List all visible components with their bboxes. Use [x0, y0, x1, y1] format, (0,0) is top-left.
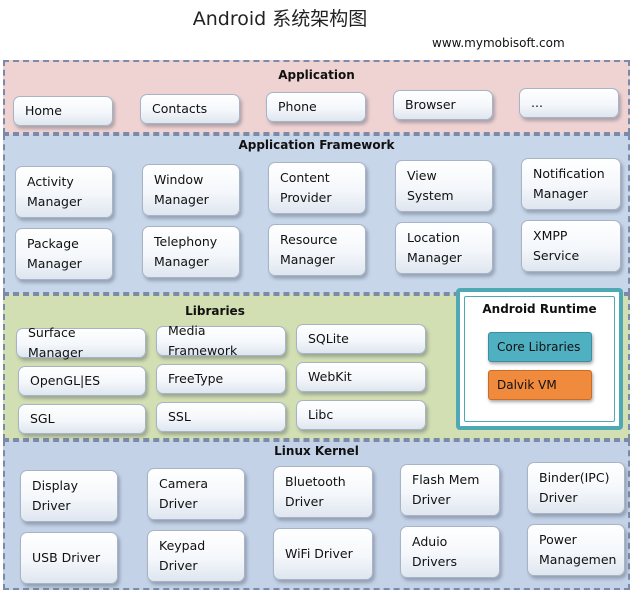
lib-box-libc: Libc: [296, 400, 426, 430]
fw-box-xmpp-service: XMPP Service: [521, 220, 621, 272]
lib-box-label: FreeType: [168, 371, 224, 386]
lib-box-label: OpenGL|ES: [30, 373, 101, 388]
page-title: Android 系统架构图: [192, 8, 368, 30]
fw-box-line: Package: [27, 236, 79, 251]
website-label: www.mymobisoft.com: [432, 36, 565, 50]
fw-box-line: Manager: [533, 186, 588, 201]
fw-box-line: Activity: [27, 174, 74, 189]
lib-box-label: Surface Manager: [28, 325, 83, 360]
fw-box-line: Manager: [154, 254, 209, 269]
kernel-box-line: WiFi Driver: [285, 546, 353, 561]
lib-box-label: SSL: [168, 409, 191, 424]
android-runtime-inner-border: [464, 296, 615, 422]
fw-box-line: Manager: [27, 194, 82, 209]
kernel-box-wifi-driver: WiFi Driver: [273, 528, 373, 580]
kernel-box-line: Aduio: [412, 534, 448, 549]
lib-box-label: SQLite: [308, 331, 349, 346]
kernel-box-line: Driver: [412, 492, 451, 507]
lib-box-freetype: FreeType: [156, 364, 286, 394]
lib-box-label: Libc: [308, 407, 334, 422]
app-box-label: Browser: [405, 97, 456, 112]
lib-box-label: Media Framework: [168, 323, 238, 358]
lib-box-webkit: WebKit: [296, 362, 426, 392]
dalvik-vm-box: Dalvik VM: [488, 370, 592, 400]
fw-box-line: View: [407, 168, 437, 183]
kernel-box-line: USB Driver: [32, 550, 101, 565]
app-box-more: ...: [519, 88, 619, 118]
kernel-box-line: Binder(IPC): [539, 470, 610, 485]
fw-box-line: Location: [407, 230, 460, 245]
lib-box-sqlite: SQLite: [296, 324, 426, 354]
kernel-box-binder-ipc-driver: Binder(IPC) Driver: [527, 462, 625, 514]
fw-box-line: Resource: [280, 232, 338, 247]
kernel-box-line: Power: [539, 532, 577, 547]
lib-box-opengl-es: OpenGL|ES: [18, 366, 146, 396]
fw-box-line: Manager: [280, 252, 335, 267]
kernel-box-line: Drivers: [412, 554, 457, 569]
lib-box-label: SGL: [30, 411, 55, 426]
lib-box-media-framework: Media Framework: [156, 323, 286, 358]
app-box-home: Home: [13, 96, 113, 126]
kernel-box-line: Display: [32, 478, 79, 493]
android-runtime-title: Android Runtime: [482, 302, 597, 316]
app-box-label: Phone: [278, 99, 317, 114]
lib-box-sgl: SGL: [18, 404, 146, 434]
fw-box-line: Content: [280, 170, 330, 185]
kernel-box-line: Driver: [32, 498, 71, 513]
lib-box-label: WebKit: [308, 369, 352, 384]
core-libraries-box: Core Libraries: [488, 332, 592, 362]
fw-box-line: Provider: [280, 190, 332, 205]
kernel-box-line: Bluetooth: [285, 474, 346, 489]
app-box-label: Contacts: [152, 101, 208, 116]
fw-box-line: Service: [533, 248, 580, 263]
fw-box-line: Telephony: [154, 234, 218, 249]
kernel-box-line: Driver: [159, 558, 198, 573]
libraries-layer-title: Libraries: [185, 304, 245, 318]
app-box-phone: Phone: [266, 92, 366, 122]
fw-box-line: Manager: [407, 250, 462, 265]
app-box-label: Home: [25, 103, 62, 118]
kernel-box-line: Camera: [159, 476, 209, 491]
kernel-box-line: Keypad: [159, 538, 206, 553]
kernel-layer-title: Linux Kernel: [274, 444, 359, 458]
fw-box-line: System: [407, 188, 454, 203]
app-box-contacts: Contacts: [140, 94, 240, 124]
fw-box-line: Window: [154, 172, 204, 187]
fw-box-line: Manager: [27, 256, 82, 271]
framework-layer-title: Application Framework: [238, 138, 395, 152]
android-runtime-panel: Android Runtime Core Libraries Dalvik VM: [456, 288, 623, 430]
kernel-box-line: Driver: [285, 494, 324, 509]
application-layer-title: Application: [278, 68, 355, 82]
kernel-box-usb-driver: USB Driver: [20, 532, 118, 584]
app-box-label: ...: [531, 95, 543, 110]
lib-box-surface-manager: Surface Manager: [16, 325, 146, 360]
app-box-browser: Browser: [393, 90, 493, 120]
kernel-box-line: Managemen: [539, 552, 617, 567]
kernel-box-line: Flash Mem: [412, 472, 480, 487]
fw-box-line: XMPP: [533, 228, 568, 243]
fw-box-line: Notification: [533, 166, 605, 181]
kernel-box-line: Driver: [539, 490, 578, 505]
kernel-box-line: Driver: [159, 496, 198, 511]
fw-box-line: Manager: [154, 192, 209, 207]
lib-box-ssl: SSL: [156, 402, 286, 432]
